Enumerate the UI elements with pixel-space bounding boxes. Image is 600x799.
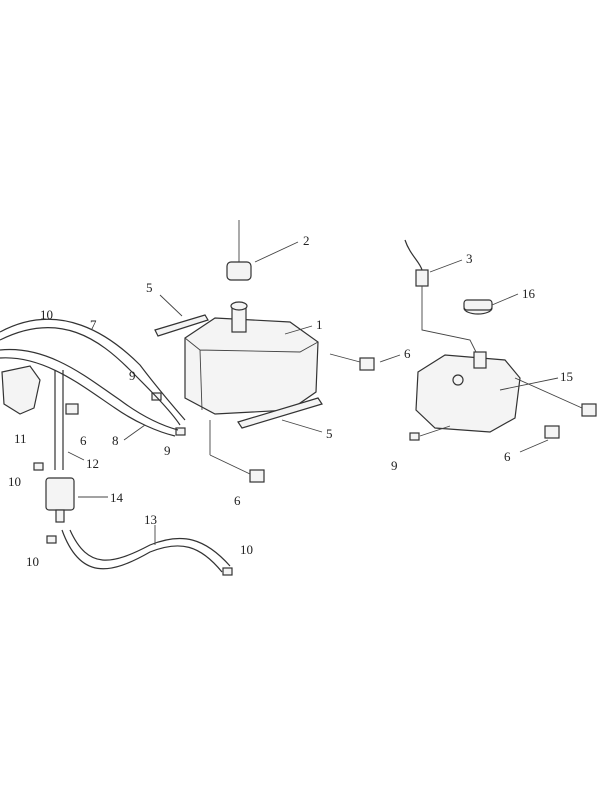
callout-7: 7: [90, 317, 97, 332]
callout-6: 6: [80, 433, 87, 448]
fuel-petcock: [1, 365, 41, 415]
hose-13b: [69, 529, 231, 567]
fuel-cap: [226, 220, 252, 281]
fuel-filter: [45, 477, 75, 523]
rubber-strip-bottom: [237, 397, 323, 429]
callout-labels: 2 3 16 5 1 10 7 6 15 9 5 11 6 8 9 9 6 10…: [8, 233, 573, 569]
callout-10: 10: [40, 307, 53, 322]
callout-6: 6: [504, 449, 511, 464]
callout-9: 9: [391, 458, 398, 473]
callout-1: 1: [316, 317, 323, 332]
callout-3: 3: [466, 251, 473, 266]
callout-5: 5: [326, 426, 333, 441]
callout-5: 5: [146, 280, 153, 295]
callout-12: 12: [86, 456, 99, 471]
hose-8b: [0, 357, 176, 437]
callout-6: 6: [404, 346, 411, 361]
callout-16: 16: [522, 286, 536, 301]
leader-lines: [67, 241, 559, 545]
callout-14: 14: [110, 490, 124, 505]
fuel-tank-secondary: [415, 351, 521, 433]
callout-13: 13: [144, 512, 157, 527]
clips: [33, 392, 420, 576]
hose-13: [61, 529, 223, 573]
callout-9: 9: [164, 443, 171, 458]
callout-6: 6: [234, 493, 241, 508]
fuel-tank-main: [184, 301, 319, 415]
callout-15: 15: [560, 369, 573, 384]
rubber-strip-top: [154, 314, 209, 337]
fuel-sender: [404, 239, 477, 353]
hose-12: [54, 370, 64, 470]
hose-7b: [0, 318, 186, 421]
callout-10: 10: [26, 554, 39, 569]
callout-10: 10: [8, 474, 21, 489]
hose-8: [0, 348, 179, 431]
callout-2: 2: [303, 233, 310, 248]
callout-8: 8: [112, 433, 119, 448]
hose-7: [0, 327, 181, 426]
callout-9: 9: [129, 368, 136, 383]
callout-11: 11: [14, 431, 27, 446]
fuel-cap-secondary: [463, 299, 493, 315]
callout-10: 10: [240, 542, 253, 557]
bolts: [65, 353, 597, 483]
